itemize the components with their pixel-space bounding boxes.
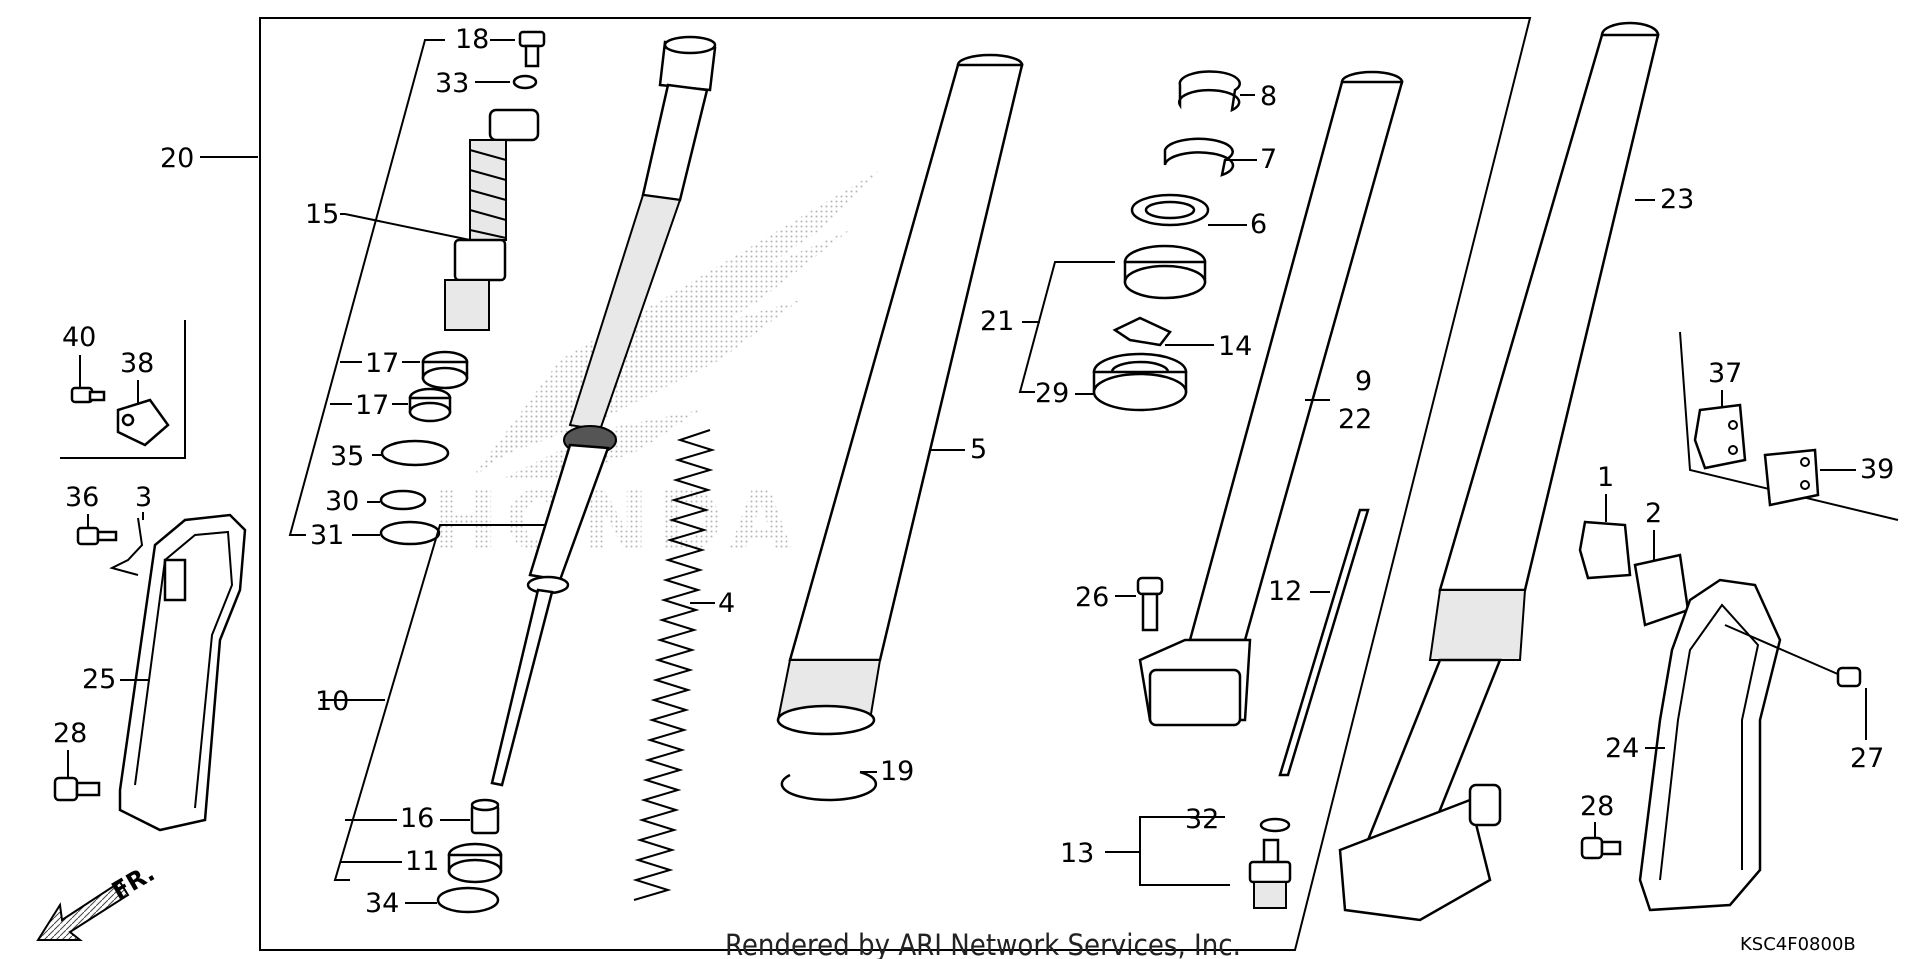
honda-wing-watermark: HONDA [430,170,880,570]
part-25-fork-guard [118,513,247,832]
part-19-circlip [780,770,878,802]
callout-10: 10 [315,686,349,717]
callout-13: 13 [1060,838,1094,869]
part-9-22-inner-tube [1138,70,1404,727]
part-37-clamp [1693,403,1747,470]
callout-28-left: 28 [53,718,87,749]
part-24-fork-guard [1638,578,1782,912]
callout-7: 7 [1260,144,1277,175]
callout-39: 39 [1860,454,1894,485]
callout-19: 19 [880,756,914,787]
part-2-clamp [1633,553,1690,627]
part-32-washer [1259,817,1291,833]
callout-3: 3 [135,482,152,513]
part-8-clip [1177,70,1242,113]
callout-12: 12 [1268,576,1302,607]
part-16-nut [470,798,500,835]
part-39-clamp [1763,448,1820,507]
callout-26: 26 [1075,582,1109,613]
bracket-37-39-frame [1679,331,1899,521]
part-7-clip [1163,137,1235,177]
part-5-outer-tube [776,53,1024,736]
part-29-dust-seal [1092,352,1188,412]
callout-35: 35 [330,441,364,472]
callout-24: 24 [1605,733,1639,764]
callout-33: 33 [435,68,469,99]
part-35-washer [380,439,450,467]
callout-17a: 17 [365,348,399,379]
part-3-clip [109,517,144,576]
callout-32: 32 [1185,804,1219,835]
part-34-ring [436,886,500,914]
part-11-bushing [447,842,503,884]
part-10-damper-rod [490,35,717,787]
callout-20: 20 [160,143,194,174]
bracket-40-38-frame [60,320,186,459]
callout-28-right: 28 [1580,791,1614,822]
callout-38: 38 [120,348,154,379]
callout-9: 9 [1355,366,1372,397]
callout-6: 6 [1250,209,1267,240]
assembly-outline [259,17,1532,951]
callout-2: 2 [1645,498,1662,529]
callout-4: 4 [718,588,735,619]
callout-16: 16 [400,803,434,834]
callout-27: 27 [1850,743,1884,774]
callout-36: 36 [65,482,99,513]
diagram-code: KSC4F0800B [1740,934,1856,955]
callouts: 18 33 20 15 17 17 35 30 31 10 16 11 34 4… [53,24,1894,919]
front-direction-arrow: FR. [36,859,159,941]
callout-11: 11 [405,846,439,877]
part-15-cartridge [444,108,540,331]
callout-34: 34 [365,888,399,919]
part-26-bolt [1136,576,1164,632]
callout-22: 22 [1338,404,1372,435]
callout-23: 23 [1660,184,1694,215]
part-36-bolt [76,526,118,546]
part-18-bolt [518,30,546,68]
callout-37: 37 [1708,358,1742,389]
callout-30: 30 [325,486,359,517]
part-17-bushing-a [421,350,469,390]
part-30-ring [379,489,427,511]
callout-21: 21 [980,306,1014,337]
part-6-seal [1130,193,1210,227]
callout-8: 8 [1260,81,1277,112]
part-40-bolt [70,386,106,404]
assembly-20-bracket [200,39,445,536]
part-38-clamp [116,398,170,447]
part-4-spring [632,429,716,901]
part-23-fork-assembly [1338,21,1660,922]
part-21-oil-seal [1123,244,1207,300]
callout-15: 15 [305,199,339,230]
part-1-clamp [1578,520,1632,580]
part-28-bolt-left [53,776,101,802]
part-27-bolt [1724,624,1862,688]
part-17-bushing-b [408,387,452,423]
part-12-rod [1278,508,1370,777]
callout-31: 31 [310,520,344,551]
part-13-valve [1248,838,1292,909]
part-28-bolt-right [1580,836,1622,860]
honda-watermark-text: HONDA [430,475,799,570]
part-14-clip [1112,316,1172,347]
callout-40: 40 [62,322,96,353]
part-33-oring [512,74,538,90]
part-31-ring [379,520,441,546]
callout-18: 18 [455,24,489,55]
callout-29: 29 [1035,378,1069,409]
callout-25: 25 [82,664,116,695]
callout-1: 1 [1597,462,1614,493]
callout-5: 5 [970,434,987,465]
callout-14: 14 [1218,331,1252,362]
credit-text: Rendered by ARI Network Services, Inc. [725,928,1241,959]
callout-17b: 17 [355,390,389,421]
